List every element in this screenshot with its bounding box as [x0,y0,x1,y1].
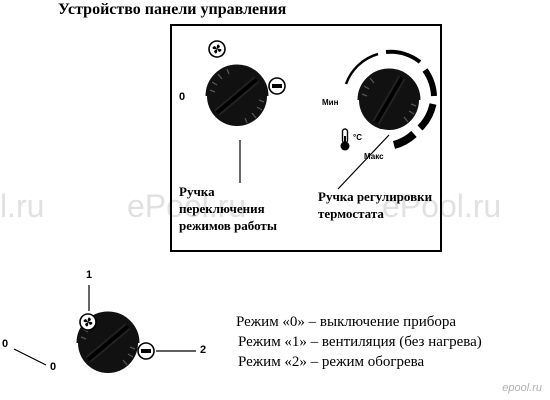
thermostat-scale [344,49,437,149]
thermostat-caption: Ручка регулировки термостата [318,189,433,221]
thermostat-max-label: Макс [364,152,384,161]
watermark: l.ru [0,188,45,224]
site-logo: epool.ru [502,382,542,394]
thermostat-leader-line [337,134,390,190]
fan-icon [79,313,97,331]
mode-knob [205,64,269,126]
control-panel [170,24,442,252]
temp-unit-label: °C [353,133,362,142]
detail-label-0: 0 [2,338,9,350]
thermostat-min-label: Мин [322,98,339,107]
detail-label-2: 2 [200,344,207,356]
fan-icon [208,40,226,58]
mode-knob-caption: Ручка переключения режимов работы [179,184,277,233]
page-title: Устройство панели управления [58,1,287,18]
mode-1-description: Режим «1» – вентиляция (без нагрева) [238,334,482,350]
thermostat-knob [357,68,421,130]
detail-label-1: 1 [86,269,93,281]
minus-icon [137,342,155,360]
watermark: ePool.ru [127,188,247,224]
detail-knob [76,311,140,373]
mode-2-description: Режим «2» – режим обогрева [238,354,425,370]
mode-knob-zero-label: 0 [179,91,186,103]
mode-0-description: Режим «0» – выключение прибора [236,314,457,330]
detail-knob-zero-label: 0 [50,361,57,373]
thermometer-icon [340,128,350,151]
minus-icon [268,77,286,95]
mode-0-leader-line [13,348,47,366]
